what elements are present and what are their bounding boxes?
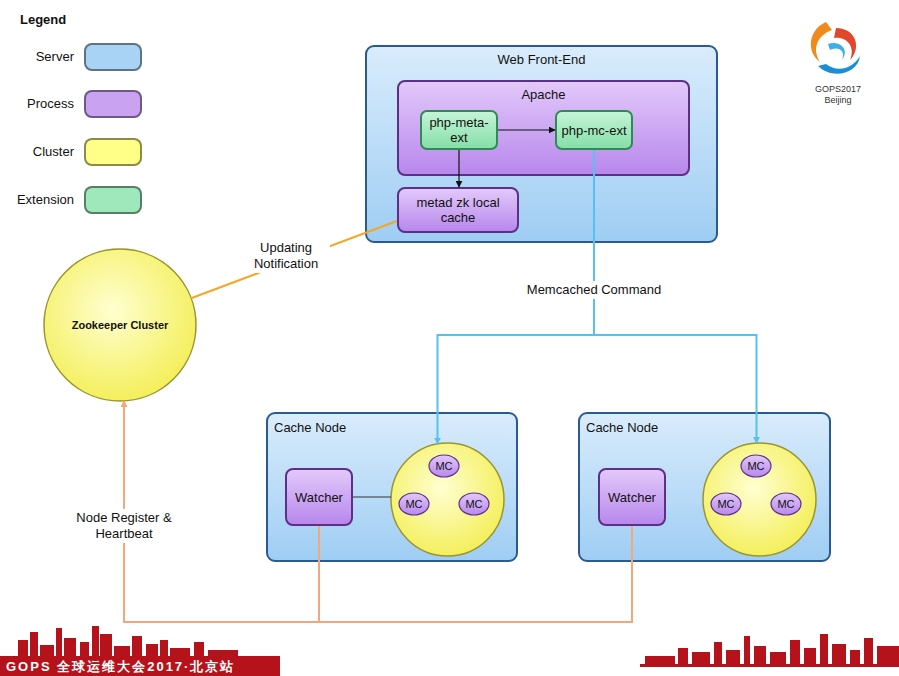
legend-swatch [84,138,142,166]
text-holder: Apache [399,82,688,102]
logo-text: Beijing [808,95,868,106]
text-holder: Watcher [287,470,351,524]
connector [458,150,459,187]
connector [353,496,391,497]
node-text: php-meta-ext [426,115,492,145]
legend-title: Legend [20,12,66,27]
cluster-circle: MC MC MC [390,442,505,557]
extension-box: php-mc-ext [555,110,633,150]
text-holder: MC [398,492,430,516]
process-ellipse: MC [770,492,802,516]
process-box: metad zk local cache [397,187,519,233]
connector [191,221,397,298]
process-ellipse: MC [428,454,460,478]
text-holder: metad zk local cache [399,189,517,231]
process-ellipse: MC [398,492,430,516]
text-holder: MC [770,492,802,516]
text-holder: Zookeeper Cluster [43,248,197,402]
text-holder: MC [740,454,772,478]
node-text: Web Front-End [367,52,716,67]
text-holder: MC [710,492,742,516]
legend-swatch [84,90,142,118]
node-text: php-mc-ext [561,123,626,138]
edge-label: Updating Notification [242,239,330,273]
process-box: Apache php-meta-ext php-mc-ext [397,80,690,176]
gops-logo [811,22,860,74]
node-text: Watcher [295,490,343,505]
server-box: Web Front-EndApache php-meta-ext php-mc-ex… [365,45,718,243]
node-text: Cache Node [586,420,829,435]
node-text: MC [777,497,794,512]
legend-text: Server [0,49,74,64]
legend-text: Extension [0,192,74,207]
server-box: Cache NodeWatcher MC MC MC [578,412,831,562]
text-holder: Cache Node [268,414,516,435]
process-ellipse: MC [740,454,772,478]
node-text: MC [405,497,422,512]
skyline-left [0,626,280,676]
process-ellipse: MC [710,492,742,516]
connector [124,401,632,622]
text-holder: Cache Node [580,414,829,435]
text-holder: php-meta-ext [422,112,496,148]
process-ellipse: MC [458,492,490,516]
text-holder: Web Front-End [367,47,716,67]
node-text: Watcher [608,490,656,505]
node-text: MC [717,497,734,512]
node-text: metad zk local cache [403,195,513,225]
extension-box: php-meta-ext [420,110,498,150]
text-holder: php-mc-ext [557,112,631,148]
text-holder: MC [428,454,460,478]
cluster-circle: MC MC MC [702,442,817,557]
server-box: Cache NodeWatcher MC MC MC [266,412,518,562]
node-text: MC [435,459,452,474]
node-text: Zookeeper Cluster [72,318,169,333]
legend-swatch [84,43,142,71]
text-holder: Watcher [600,470,664,524]
node-text: MC [747,459,764,474]
node-text: Cache Node [274,420,516,435]
text-holder: MC [458,492,490,516]
legend-text: Cluster [0,144,74,159]
cluster-circle: Zookeeper Cluster [43,248,197,402]
node-text: MC [465,497,482,512]
edge-label: Node Register & Heartbeat [73,509,175,543]
logo-text: GOPS2017 [808,84,868,95]
node-text: Apache [399,87,688,102]
process-box: Watcher [598,468,666,526]
legend-swatch [84,186,142,214]
process-box: Watcher [285,468,353,526]
skyline-right [640,634,899,667]
footer-text: GOPS 全球运维大会2017·北京站 [6,658,235,675]
edge-label: Memcached Command [524,281,664,299]
connector [498,129,555,130]
legend-text: Process [0,96,74,111]
